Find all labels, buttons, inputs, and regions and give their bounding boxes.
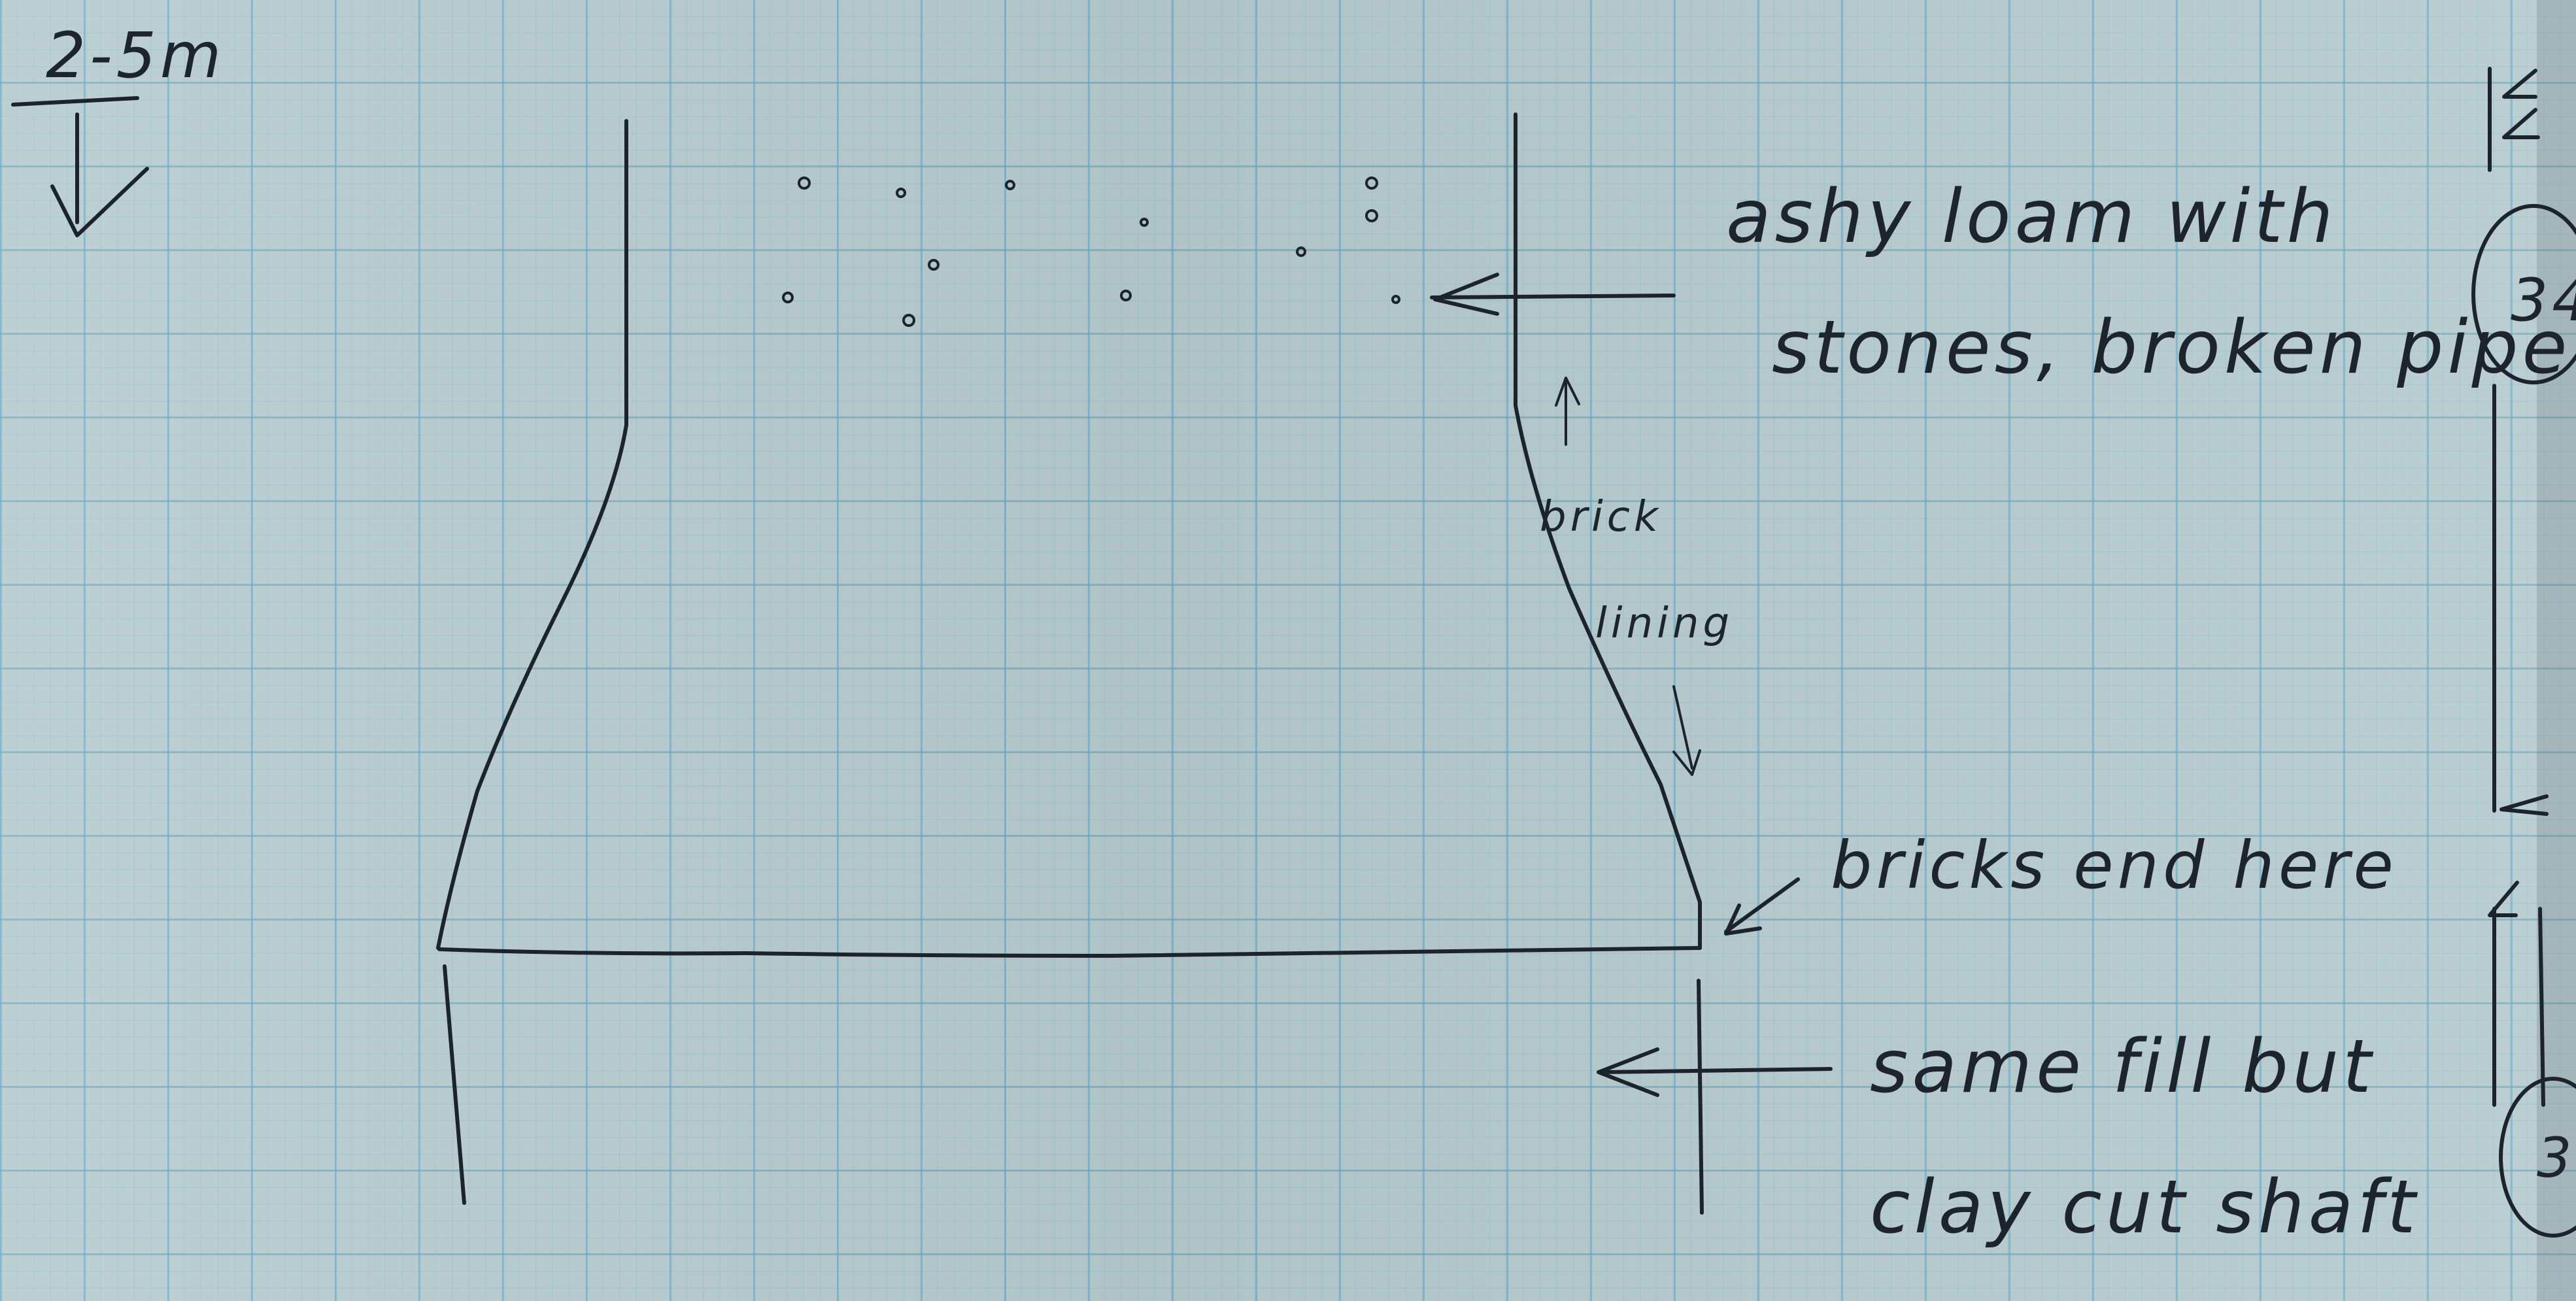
- context-34-label: 34: [2511, 266, 2576, 335]
- scale-underline: [11, 96, 139, 107]
- same-fill-label-line2: clay cut shaft: [1870, 1165, 2420, 1250]
- bricks-end-arrow-shaft: [1724, 877, 1800, 934]
- brick-arrow-down-head: [1672, 749, 1701, 776]
- brick-arrow-up-head: [1555, 377, 1580, 407]
- context-38-label: 38: [2537, 1126, 2576, 1190]
- lower-boundary-line: [1600, 1067, 1833, 1074]
- shaft-right-wall: [1514, 112, 1702, 950]
- context-marker-middle: [2500, 794, 2549, 816]
- ashy-loam-label-line2: stones, broken pipe: [1772, 305, 2571, 390]
- bricks-end-arrow-head: [1724, 904, 1762, 936]
- same-fill-label-line1: same fill but: [1870, 1024, 2375, 1109]
- brick-lining-label-lining: lining: [1595, 600, 1733, 648]
- upper-boundary-line: [1430, 294, 1676, 299]
- brick-arrow-down-shaft: [1672, 685, 1693, 769]
- context-marker-top-1: [2502, 69, 2537, 99]
- scale-label: 2-5m: [46, 19, 225, 92]
- shaft-base-line: [437, 946, 1702, 958]
- lower-shaft-right-wall: [1697, 979, 1704, 1215]
- depth-arrow-head: [50, 167, 149, 237]
- context-bracket-lower-right: [2538, 907, 2545, 1107]
- shaft-left-wall: [436, 119, 628, 950]
- lower-boundary-arrowhead: [1597, 1047, 1659, 1097]
- bricks-end-label: bricks end here: [1831, 827, 2398, 904]
- brick-lining-label-brick: brick: [1540, 493, 1662, 541]
- context-38-circle: [2499, 1077, 2576, 1238]
- lower-shaft-left-wall: [443, 964, 466, 1205]
- context-34-circle: [2471, 204, 2576, 384]
- stone-scatter: [782, 177, 1400, 327]
- context-marker-top-2: [2502, 108, 2540, 139]
- context-marker-lower: [2488, 881, 2519, 917]
- upper-boundary-arrowhead: [1433, 273, 1499, 316]
- ashy-loam-label-line1: ashy loam with: [1726, 175, 2337, 260]
